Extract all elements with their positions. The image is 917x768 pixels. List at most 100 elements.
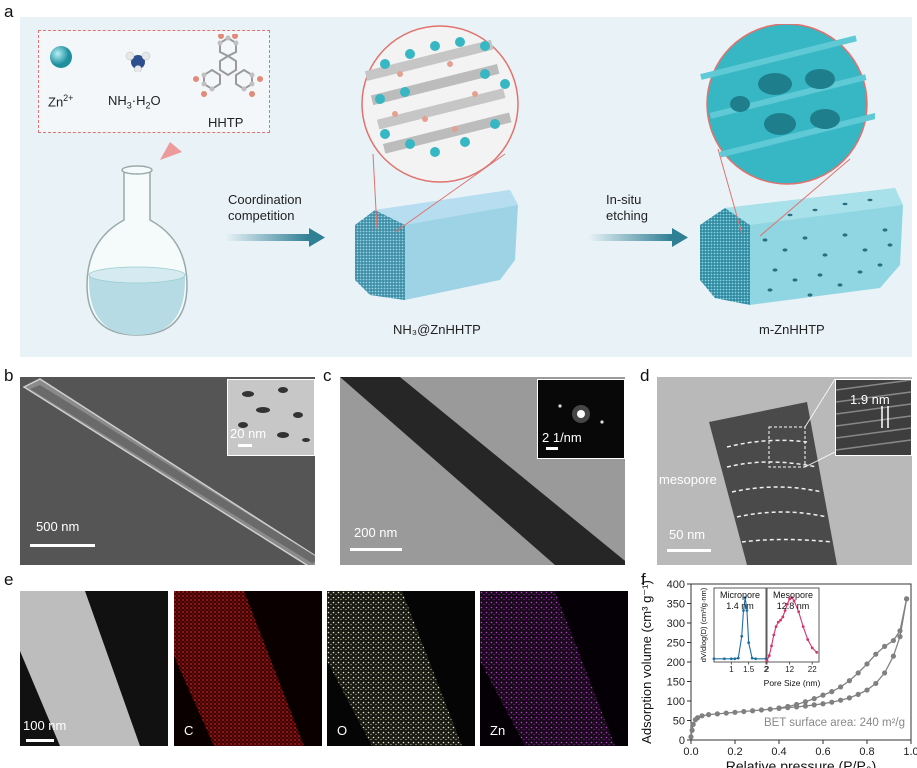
micropore-inset-point [736, 656, 740, 660]
sem-scalebar-label: 500 nm [36, 519, 80, 534]
micropore-inset-point [747, 641, 751, 645]
isotherm-point [838, 697, 844, 703]
isotherm-point [794, 701, 800, 708]
x-axis-label: Relative pressure (P/P₀) [726, 758, 877, 768]
y-tick-label: 400 [667, 579, 685, 591]
sem-inset: 20 nm [227, 379, 315, 456]
m-znhhtp-crystal [700, 188, 903, 305]
isotherm-point [714, 711, 720, 717]
mesopore-inset-point [770, 644, 773, 648]
y-tick-label: 50 [673, 716, 685, 728]
x-tick-label: 0.2 [727, 746, 742, 758]
isotherm-point [897, 628, 903, 634]
isotherm-point [873, 680, 879, 687]
mesopore-inset-point [815, 650, 819, 654]
isotherm-point [688, 734, 694, 740]
panel-letter-f: f [641, 570, 646, 589]
x-tick-label: 0.0 [683, 746, 698, 758]
micropore-inset-point [729, 657, 733, 661]
micropore-inset-value: 1.4 nm [726, 601, 754, 611]
framework-zoom-view [361, 25, 519, 233]
carbon-map-label: C [184, 723, 194, 738]
x-tick-label: 0.8 [859, 746, 874, 758]
isotherm-point [820, 701, 826, 707]
y-tick-label: 300 [667, 618, 685, 630]
isotherm-point [846, 678, 852, 684]
isotherm-point [904, 596, 910, 602]
desorption-branch-line [778, 598, 908, 709]
isotherm-point [855, 670, 861, 676]
isotherm-point [864, 687, 870, 693]
isotherm-point [802, 703, 808, 709]
mesoporous-zoom-view [700, 24, 875, 237]
mesopore-inset-point [806, 638, 810, 641]
micropore-inset-point [733, 657, 737, 661]
isotherm-point [689, 727, 695, 733]
isotherm-point [767, 706, 773, 712]
isotherm-point [829, 699, 835, 705]
mesopore-inset-point [790, 596, 794, 600]
micropore-inset-point [745, 609, 749, 612]
hhtp-label: HHTP [208, 115, 244, 130]
isotherm-point [855, 691, 861, 697]
isotherm-point [750, 708, 756, 714]
sem-inset-scalebar [238, 444, 252, 447]
micropore-inset-point [750, 656, 754, 660]
mesopore-inset-point [792, 599, 796, 603]
micropore-inset-point [742, 609, 745, 612]
tem-scalebar-label: 200 nm [354, 525, 398, 540]
micropore-inset-tick-label: 2 [764, 665, 769, 674]
mesopore-inset-title: Mesopore [773, 590, 813, 600]
isotherm-point [706, 712, 712, 718]
y-tick-label: 350 [667, 599, 685, 611]
mesopore-inset-tick-label: 22 [808, 665, 817, 674]
micropore-inset-point [712, 657, 716, 661]
mesopore-annotation: mesopore [659, 472, 717, 487]
tem-image: 2 1/nm 200 nm [340, 377, 625, 565]
y-axis-label: Adsorption volume (cm³ g⁻¹) [639, 580, 654, 744]
step-etching-label: etching [606, 208, 648, 223]
isotherm-point [890, 653, 896, 659]
panel-letter-a: a [4, 2, 14, 21]
isotherm-point [802, 699, 808, 705]
panel-letter-b: b [4, 366, 14, 385]
hrtem-scalebar-label: 50 nm [669, 527, 706, 542]
isotherm-point [820, 692, 826, 698]
zinc-map-label: Zn [490, 723, 506, 738]
ammonia-molecule-icon [125, 51, 151, 72]
hrtem-image: 1.9 nm mesopore 50 nm [657, 377, 912, 565]
mesopore-inset-point [801, 625, 805, 629]
isotherm-point [890, 637, 896, 644]
hrtem-scalebar [667, 549, 711, 552]
step-insitu-label: In-situ [606, 192, 642, 207]
isotherm-point [695, 715, 701, 721]
step-competition-label: competition [228, 208, 295, 223]
mesopore-inset-tick-label: 12 [785, 665, 794, 674]
hhtp-molecule-icon [193, 34, 263, 97]
isotherm-point [846, 695, 852, 701]
sem-image: 20 nm 500 nm [20, 377, 315, 565]
panel-letter-d: d [640, 366, 650, 385]
isotherm-point [811, 696, 817, 702]
step-coordination-label: Coordination [228, 192, 302, 207]
y-tick-label: 100 [667, 696, 685, 708]
pore-volume-axis-label: dV/dlog(D) (cm³/g·nm) [699, 587, 708, 662]
isotherm-point [838, 684, 844, 690]
oxygen-map: O [327, 591, 475, 746]
isotherm-point [897, 634, 903, 640]
mesopore-inset-point [767, 654, 771, 657]
ammonia-label: NH3·H2O [108, 93, 161, 111]
mesopore-inset-point [774, 625, 778, 629]
carbon-map: C [174, 591, 322, 746]
micropore-inset-tick-label: 1.5 [743, 665, 755, 674]
mesopore-inset-point [776, 620, 780, 624]
lattice-spacing-label: 1.9 nm [850, 392, 890, 407]
isotherm-point [699, 713, 705, 719]
mesopore-inset-point [781, 615, 785, 619]
diffraction-scalebar-label: 2 1/nm [542, 430, 582, 445]
isotherm-point [882, 643, 888, 649]
y-tick-label: 0 [679, 735, 685, 747]
haadf-image: 100 nm [20, 591, 168, 746]
zinc-map: Zn [480, 591, 628, 746]
panel-letter-c: c [323, 366, 332, 385]
